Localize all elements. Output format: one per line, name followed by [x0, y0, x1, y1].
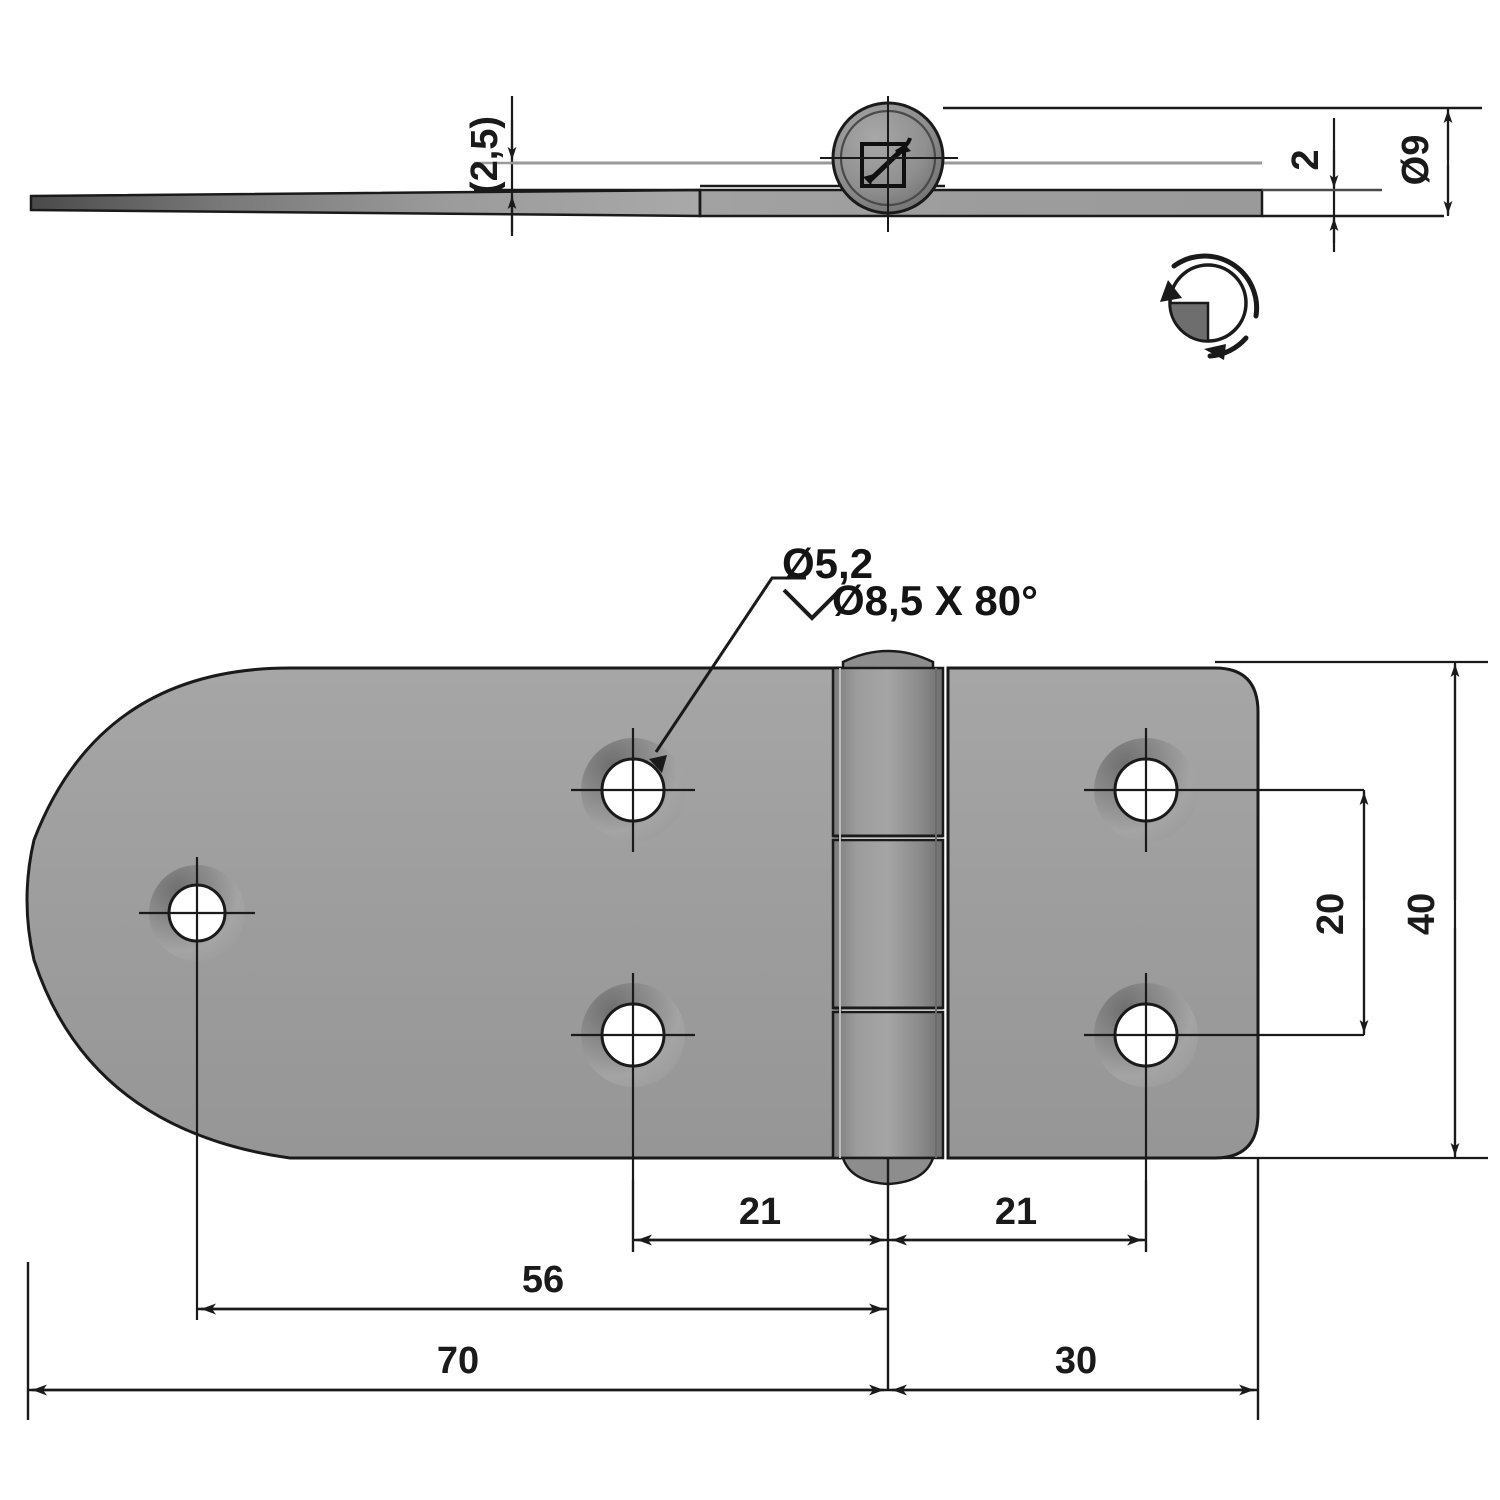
rotation-symbol: [1160, 253, 1260, 360]
callout-countersink-text: Ø8,5 X 80°: [832, 577, 1038, 624]
swivel-arrowhead-lower: [863, 174, 874, 185]
dim-left-leaf-length: 70: [26, 1262, 888, 1420]
swivel-curve: [895, 137, 912, 154]
dim-plate-offset-text: (2,5): [464, 116, 506, 194]
rotation-arrowhead-right: [1204, 344, 1226, 360]
left-leaf-profile: [29, 188, 702, 218]
hole-lower-right: [1084, 973, 1364, 1252]
dim-30-text: 30: [1055, 1340, 1097, 1382]
dim-pin-diameter: Ø9: [943, 106, 1482, 216]
knuckle-segment-1: [831, 666, 945, 838]
swivel-square: [860, 142, 906, 188]
rotation-arc-lower: [1207, 335, 1249, 359]
callout-leader-arrowhead: [649, 755, 667, 773]
rotation-arc-upper: [1171, 253, 1260, 319]
dim-plate-thickness-text: 2: [1285, 149, 1327, 170]
dim-21R-text: 21: [995, 1191, 1037, 1233]
hinge-knuckle-column: [831, 649, 945, 1186]
side-left-leaf: [29, 188, 702, 218]
hole-left-center: [139, 857, 255, 1182]
hinge-pin-end-view: [820, 96, 958, 232]
callout-hole-diameter-text: Ø5,2: [782, 540, 873, 587]
dim-40-text: 40: [1401, 893, 1443, 935]
knuckle-segment-2: [831, 838, 945, 1010]
dim-plate-thickness: 2: [1262, 118, 1444, 252]
hole-upper-right: [1084, 728, 1364, 852]
side-elevation-view: (2,5) 2 Ø9: [29, 96, 1482, 360]
side-right-leaf: [698, 188, 1264, 218]
rotation-arrowhead-left: [1160, 280, 1182, 302]
right-leaf-profile: [698, 188, 1264, 218]
dim-hole-spacing-right: 21: [888, 1180, 1148, 1252]
dim-overall-height: 40: [1215, 660, 1488, 1160]
dim-21L-text: 21: [739, 1191, 781, 1233]
dim-56-text: 56: [522, 1259, 564, 1301]
dim-hole-vertical-spacing: 20: [1310, 790, 1369, 1035]
hole-callout: Ø5,2 Ø8,5 X 80°: [649, 540, 1038, 773]
rotation-quadrant-fill: [1168, 301, 1210, 343]
dim-20-text: 20: [1310, 893, 1352, 935]
dim-plate-offset: (2,5): [464, 96, 700, 236]
countersink-icon: [782, 588, 842, 621]
dim-70-text: 70: [437, 1340, 479, 1382]
dim-hole-spacing-left: 21: [631, 1180, 888, 1252]
dim-pin-diameter-text: Ø9: [1395, 135, 1437, 186]
dim-left-hole-to-axis: 56: [195, 1182, 888, 1320]
right-leaf-body: [946, 666, 1260, 1160]
callout-leader-line: [654, 576, 806, 753]
knuckle-segment-3: [831, 1010, 945, 1160]
dim-right-leaf-length: 30: [888, 1158, 1260, 1420]
plan-view: Ø5,2 Ø8,5 X 80° 20 40 21: [25, 540, 1488, 1420]
